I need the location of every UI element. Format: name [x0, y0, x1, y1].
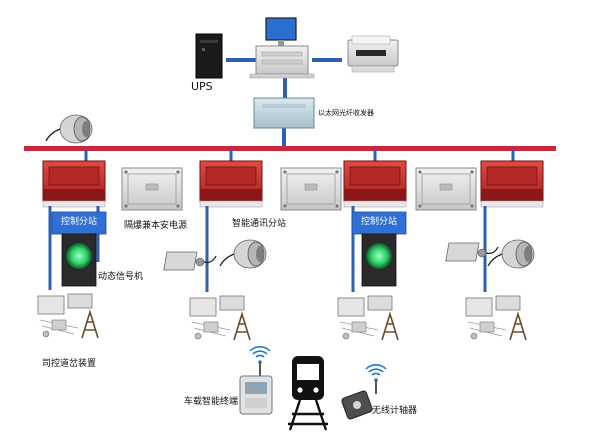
axle-counter-icon [341, 390, 373, 420]
turnout-device-icon [37, 293, 527, 341]
train-icon [288, 356, 328, 431]
sensor-icon [445, 242, 499, 262]
top-connections [226, 58, 342, 148]
wifi-icon [249, 345, 271, 377]
control-station-label: 控制分站 [360, 217, 397, 227]
dynamic-signal-label: 动态信号机 [98, 272, 144, 282]
workstation-icon [249, 17, 315, 79]
switch-device-label: 司控道岔装置 [42, 359, 97, 369]
intrinsic-power-label: 隔爆兼本安电源 [124, 221, 188, 231]
camera-icon [219, 239, 267, 269]
wireless-counter-label: 无线计轴器 [372, 406, 418, 416]
wifi-icon [365, 363, 387, 395]
fiber-transceiver-label: 以太网光纤收发器 [318, 109, 374, 117]
printer-icon [347, 35, 399, 73]
control-station-label: 控制分站 [60, 217, 97, 227]
bus-drops [84, 150, 515, 162]
vehicle-terminal-label: 车载智能终端 [184, 397, 239, 407]
tablet-icon [239, 375, 273, 415]
ups-tower-icon [195, 33, 223, 79]
ups-label: UPS [191, 80, 213, 93]
fiber-transceiver-icon [253, 97, 315, 129]
camera-icon [487, 239, 535, 269]
camera-icon [45, 114, 93, 144]
power-supply-icon [121, 167, 477, 211]
comm-station-label: 智能通讯分站 [232, 219, 287, 229]
ring-bus-line [24, 146, 556, 151]
